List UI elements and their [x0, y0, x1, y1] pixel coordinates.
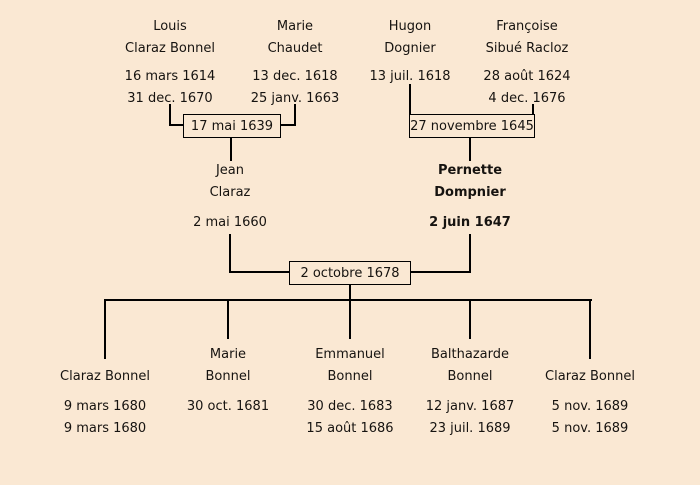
birth-date: 5 nov. 1689: [551, 399, 629, 414]
person-node: Claraz Bonnel 5 nov. 1689 5 nov. 1689: [525, 344, 655, 440]
birth-date: 30 oct. 1681: [186, 399, 270, 414]
connector-line: [469, 137, 471, 161]
person-surname: Sibué Racloz: [485, 41, 569, 56]
person-surname: Dompnier: [434, 185, 506, 200]
person-node: Louis Claraz Bonnel 16 mars 1614 31 dec.…: [100, 16, 240, 110]
person-surname: Dognier: [384, 41, 436, 56]
marriage-date-box: 27 novembre 1645: [409, 114, 535, 138]
person-node: Françoise Sibué Racloz 28 août 1624 4 de…: [457, 16, 597, 110]
person-given-name: Marie: [209, 347, 247, 362]
death-date: 23 juil. 1689: [429, 421, 511, 436]
marriage-date: 2 octobre 1678: [300, 265, 400, 281]
person-given-name: Françoise: [496, 19, 558, 34]
connector-line: [349, 284, 351, 301]
death-date: 31 dec. 1670: [127, 91, 213, 106]
connector-line: [294, 104, 296, 126]
person-given-name: Balthazarde: [431, 347, 509, 362]
person-given-name: Hugon: [388, 19, 432, 34]
person-node: Jean Claraz 2 mai 1660: [160, 160, 300, 234]
person-surname: Chaudet: [267, 41, 323, 56]
connector-line: [469, 299, 471, 339]
death-date: 15 août 1686: [306, 421, 394, 436]
birth-date: 13 juil. 1618: [369, 69, 451, 84]
birth-date: 13 dec. 1618: [252, 69, 338, 84]
death-date: 25 janv. 1663: [250, 91, 340, 106]
person-surname: Claraz Bonnel: [125, 41, 215, 56]
connector-line: [532, 104, 534, 115]
person-given-name: Emmanuel: [315, 347, 385, 362]
marriage-date: 27 novembre 1645: [410, 118, 534, 134]
connector-line: [589, 299, 591, 359]
marriage-date-box: 17 mai 1639: [183, 114, 281, 138]
connector-line: [104, 299, 106, 359]
connector-line: [409, 84, 411, 115]
death-date: 4 dec. 1676: [488, 91, 566, 106]
birth-date: 16 mars 1614: [124, 69, 216, 84]
birth-date: 2 mai 1660: [193, 215, 267, 230]
birth-date: 12 janv. 1687: [425, 399, 515, 414]
person-node: Claraz Bonnel 9 mars 1680 9 mars 1680: [40, 344, 170, 440]
marriage-date: 17 mai 1639: [190, 118, 274, 134]
person-surname: Claraz Bonnel: [60, 369, 150, 384]
connector-line: [104, 299, 592, 301]
birth-date: 2 juin 1647: [429, 215, 511, 230]
birth-date: 28 août 1624: [483, 69, 571, 84]
person-node: Emmanuel Bonnel 30 dec. 1683 15 août 168…: [285, 344, 415, 440]
person-node: Balthazarde Bonnel 12 janv. 1687 23 juil…: [405, 344, 535, 440]
person-node: Marie Bonnel 30 oct. 1681: [163, 344, 293, 418]
person-node: Hugon Dognier 13 juil. 1618: [340, 16, 480, 88]
birth-date: 30 dec. 1683: [307, 399, 393, 414]
person-given-name: Louis: [153, 19, 187, 34]
connector-line: [469, 234, 471, 273]
connector-line: [349, 299, 351, 339]
birth-date: 9 mars 1680: [63, 399, 147, 414]
death-date: 5 nov. 1689: [551, 421, 629, 436]
person-given-name: Jean: [215, 163, 245, 178]
death-date: 9 mars 1680: [63, 421, 147, 436]
connector-line: [227, 299, 229, 339]
person-given-name: Pernette: [437, 163, 503, 178]
person-node: Marie Chaudet 13 dec. 1618 25 janv. 1663: [225, 16, 365, 110]
person-node: Pernette Dompnier 2 juin 1647: [400, 160, 540, 234]
marriage-date-box: 2 octobre 1678: [289, 261, 411, 285]
person-surname: Claraz Bonnel: [545, 369, 635, 384]
connector-line: [229, 234, 231, 273]
person-surname: Bonnel: [205, 369, 251, 384]
connector-line: [169, 104, 171, 126]
connector-line: [230, 137, 232, 161]
person-given-name: Marie: [276, 19, 314, 34]
person-surname: Claraz: [209, 185, 251, 200]
person-surname: Bonnel: [447, 369, 493, 384]
person-surname: Bonnel: [327, 369, 373, 384]
